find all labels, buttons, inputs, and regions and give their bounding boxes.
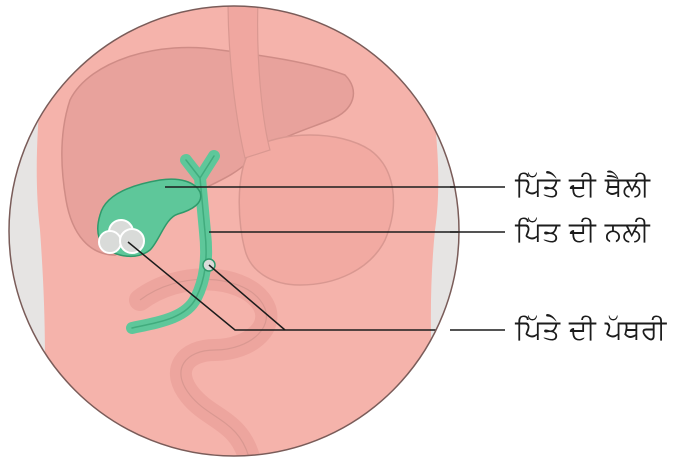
anatomy-illustration	[0, 0, 500, 461]
label-gallstones: ਪਿੱਤੇ ਦੀ ਪੱਥਰੀ	[514, 313, 668, 346]
label-bile-duct: ਪਿੱਤ ਦੀ ਨਲੀ	[514, 215, 651, 248]
label-gallbladder: ਪਿੱਤੇ ਦੀ ਥੈਲੀ	[514, 170, 651, 203]
